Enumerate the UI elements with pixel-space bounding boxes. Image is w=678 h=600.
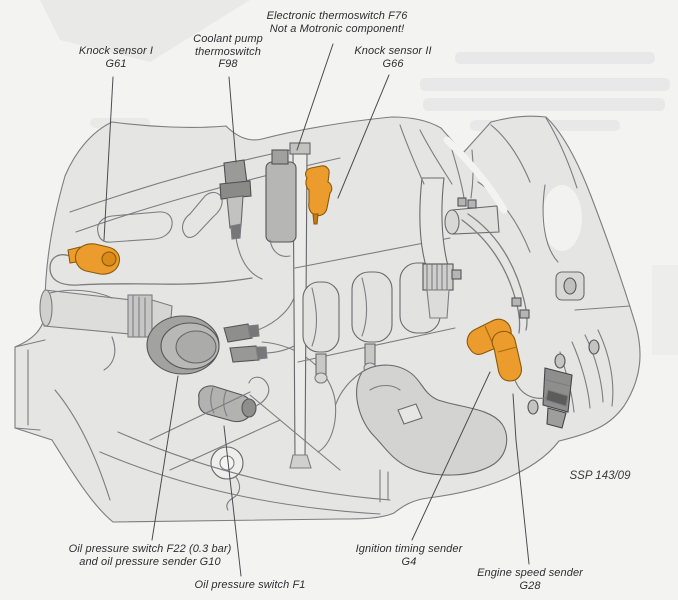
leader-ignition-timing-sender bbox=[411, 371, 491, 541]
ssp-reference-code: SSP 143/09 bbox=[569, 470, 631, 482]
leader-engine-speed-sender bbox=[512, 393, 530, 565]
label-engine-speed-sender-g28: Engine speed sender G28 bbox=[477, 567, 583, 592]
leader-oil-pressure-f22 bbox=[151, 375, 179, 541]
paper-shade-right-edge bbox=[652, 265, 678, 355]
label-line: and oil pressure sender G10 bbox=[79, 555, 221, 568]
label-electronic-thermoswitch-f76: Electronic thermoswitch F76 Not a Motron… bbox=[267, 10, 408, 35]
label-ignition-timing-sender-g4: Ignition timing sender G4 bbox=[356, 543, 463, 568]
label-line: Engine speed sender bbox=[477, 567, 583, 579]
label-coolant-pump-thermoswitch-f98: Coolant pump thermoswitch F98 bbox=[193, 33, 263, 71]
label-knock-sensor-1: Knock sensor I G61 bbox=[79, 45, 153, 70]
label-line: Electronic thermoswitch F76 bbox=[266, 10, 408, 22]
engine-detail-lines bbox=[14, 117, 631, 515]
leader-knock-sensor-2 bbox=[337, 74, 390, 199]
highlighted-sensors bbox=[67, 165, 522, 382]
label-oil-pressure-switch-f1: Oil pressure switch F1 bbox=[194, 579, 305, 592]
label-line: Ignition timing sender bbox=[355, 543, 463, 555]
leader-oil-pressure-f1 bbox=[223, 425, 242, 577]
knock-sensor-1-highlight bbox=[67, 243, 121, 275]
engine-speed-sender-g28-highlight bbox=[491, 330, 522, 382]
label-line: G4 bbox=[401, 555, 417, 568]
label-line: F98 bbox=[218, 58, 238, 70]
label-line: G28 bbox=[519, 579, 541, 592]
label-line: Oil pressure switch F1 bbox=[194, 579, 306, 591]
label-line: Oil pressure switch F22 (0.3 bar) bbox=[68, 543, 232, 555]
label-line: thermoswitch bbox=[195, 45, 261, 58]
label-line: Coolant pump bbox=[193, 33, 263, 45]
leader-electronic-thermoswitch bbox=[296, 43, 334, 151]
paper-shadow-top-left bbox=[40, 0, 250, 62]
label-knock-sensor-2: Knock sensor II G66 bbox=[354, 45, 431, 70]
leader-knock-sensor-1 bbox=[103, 76, 114, 241]
leader-coolant-thermoswitch bbox=[228, 76, 237, 163]
label-line: Knock sensor II bbox=[354, 45, 432, 57]
label-line: Not a Motronic component! bbox=[269, 22, 405, 35]
label-oil-pressure-switch-f22: Oil pressure switch F22 (0.3 bar) and oi… bbox=[69, 543, 232, 568]
g28-sender-wire bbox=[514, 379, 547, 399]
electronic-thermoswitch-f76-highlight bbox=[305, 165, 333, 225]
label-line: G61 bbox=[105, 57, 127, 70]
leader-lines bbox=[103, 43, 530, 577]
label-line: Knock sensor I bbox=[78, 45, 154, 57]
label-line: G66 bbox=[382, 57, 404, 70]
